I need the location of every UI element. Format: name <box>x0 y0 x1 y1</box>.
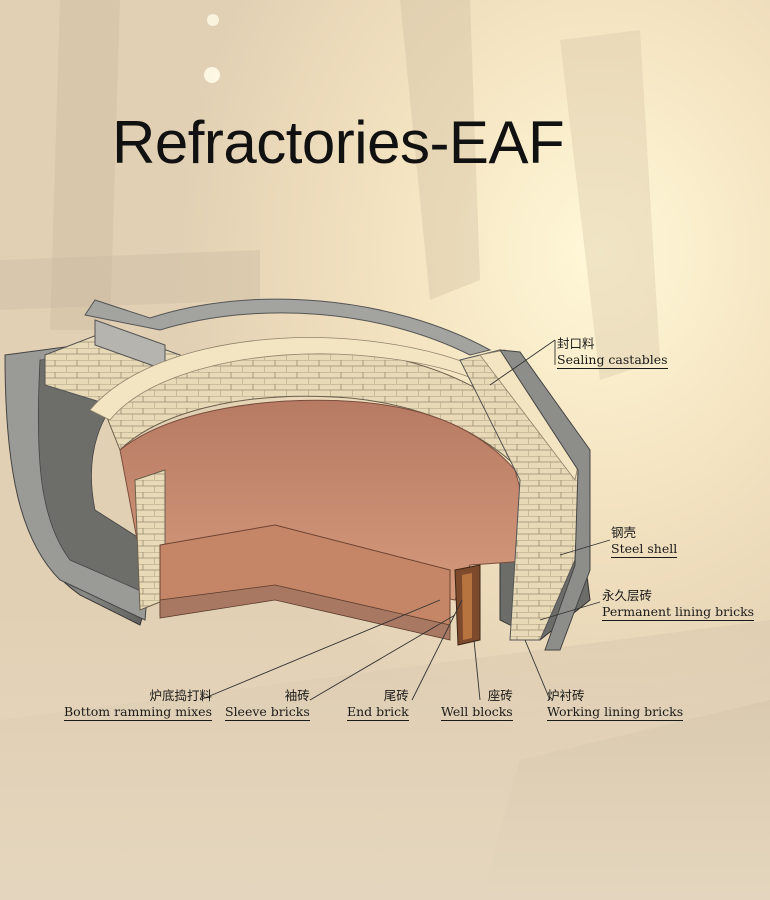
label-cn: 封口料 <box>557 336 595 351</box>
label-en: Working lining bricks <box>547 704 684 721</box>
label-working-lining-bricks: 炉衬砖 Working lining bricks <box>547 688 684 721</box>
label-cn: 座砖 <box>487 688 513 703</box>
label-end-brick: 尾砖 End brick <box>347 688 409 721</box>
label-steel-shell: 钢壳 Steel shell <box>611 525 678 558</box>
label-cn: 永久层砖 <box>602 588 653 603</box>
label-cn: 炉衬砖 <box>547 688 585 703</box>
label-cn: 袖砖 <box>284 688 310 703</box>
label-sleeve-bricks: 袖砖 Sleeve bricks <box>225 688 310 721</box>
label-en: Sealing castables <box>557 352 668 369</box>
label-en: End brick <box>347 704 409 721</box>
label-well-blocks: 座砖 Well blocks <box>441 688 513 721</box>
label-cn: 钢壳 <box>611 525 637 540</box>
page-title: Refractories-EAF <box>112 109 565 176</box>
steel-shell-rim <box>84 298 492 356</box>
label-en: Steel shell <box>611 541 678 558</box>
label-cn: 炉底捣打料 <box>149 688 212 703</box>
label-en: Permanent lining bricks <box>602 604 755 621</box>
label-cn: 尾砖 <box>383 688 409 703</box>
label-en: Bottom ramming mixes <box>64 704 212 721</box>
label-en: Well blocks <box>441 704 513 721</box>
label-en: Sleeve bricks <box>225 704 310 721</box>
label-bottom-ramming-mixes: 炉底捣打料 Bottom ramming mixes <box>64 688 212 721</box>
label-permanent-lining-bricks: 永久层砖 Permanent lining bricks <box>602 588 755 621</box>
label-sealing-castables: 封口料 Sealing castables <box>557 336 668 369</box>
